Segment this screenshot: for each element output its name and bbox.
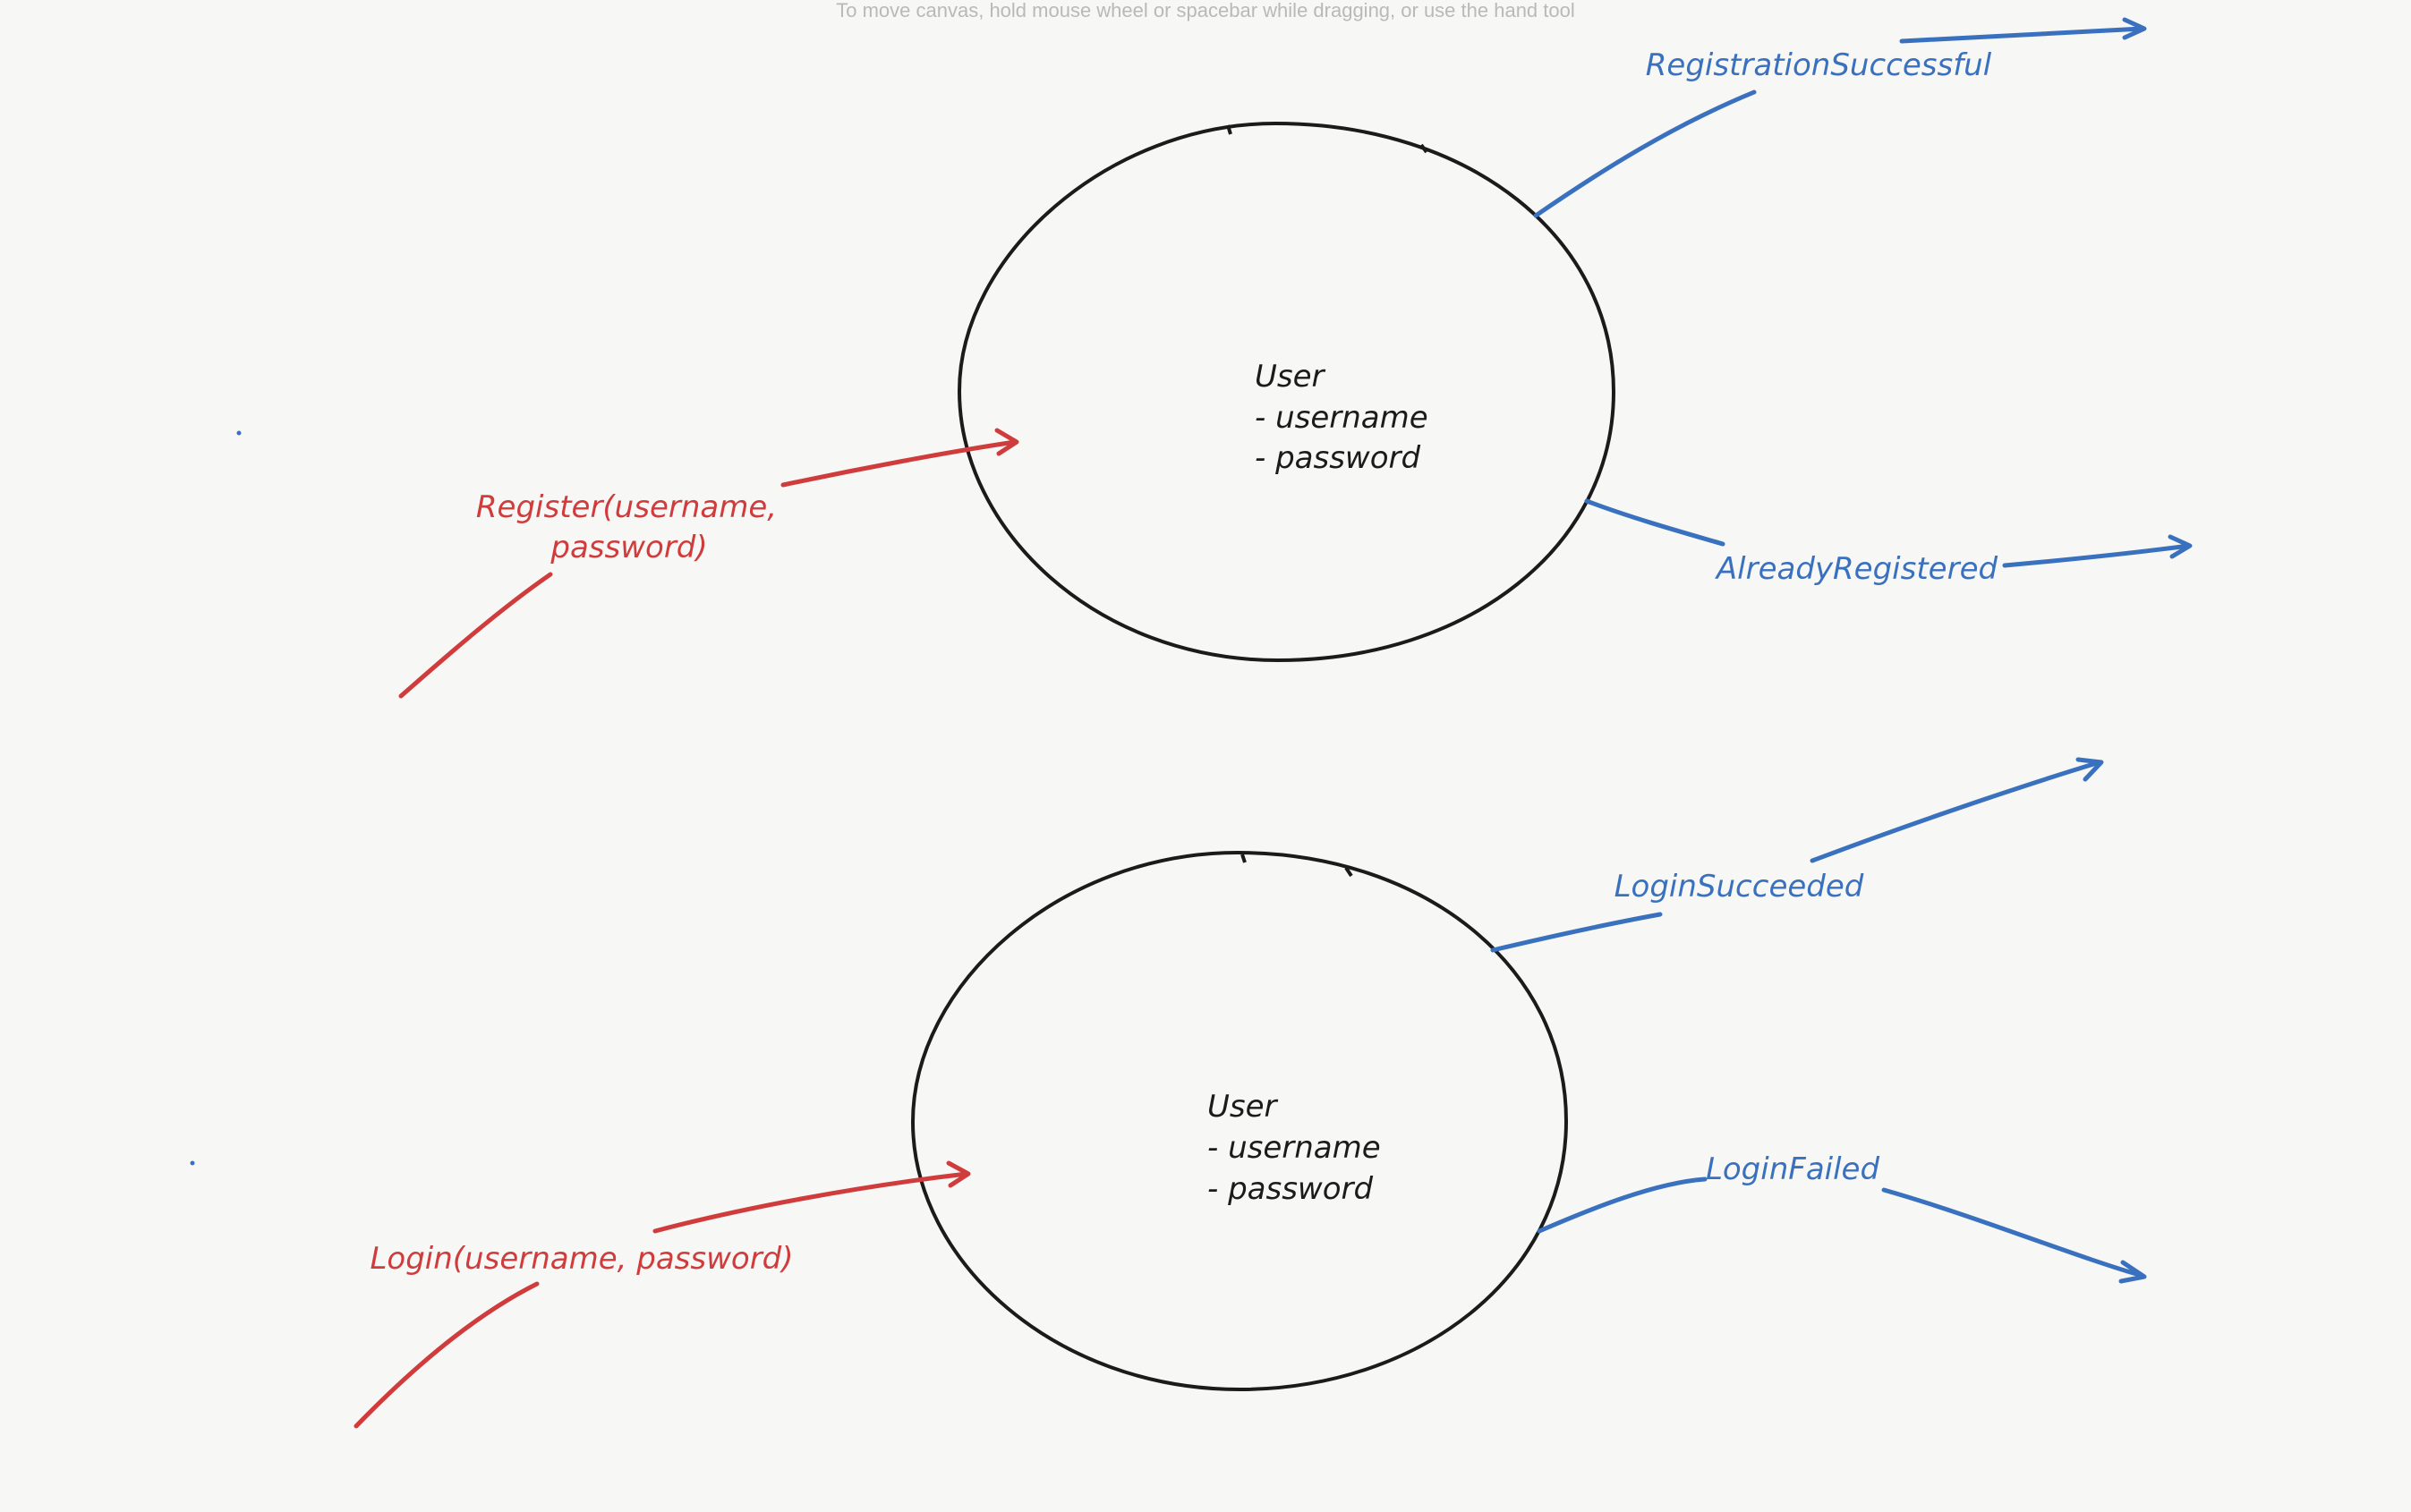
already-registered-event-label[interactable]: AlreadyRegistered: [1715, 551, 1998, 587]
already-registered-arrow-tail[interactable]: [2002, 543, 2192, 568]
login-command-label[interactable]: Login(username, password): [370, 1241, 793, 1277]
user-aggregate-ellipse-2[interactable]: [910, 850, 1569, 1392]
register-command-label-line2[interactable]: password): [550, 530, 707, 565]
login-succeeded-event-label[interactable]: LoginSucceeded: [1614, 869, 1864, 905]
register-command-arrow-head-line[interactable]: [780, 439, 1018, 488]
ellipse-sketch-tick: [1226, 124, 1428, 154]
login-succeeded-arrow[interactable]: [1490, 912, 1663, 953]
login-command-arrow[interactable]: [354, 1281, 540, 1429]
entity-attribute-username: - username: [1207, 1130, 1381, 1166]
arrow-head: [946, 1160, 971, 1188]
stray-dot: [190, 1160, 195, 1166]
login-succeeded-arrow-tail[interactable]: [1810, 760, 2102, 863]
entity-name: User: [1255, 359, 1326, 395]
registration-successful-event-label[interactable]: RegistrationSuccessful: [1646, 47, 1992, 83]
user-aggregate-ellipse-1[interactable]: [957, 121, 1616, 663]
entity-attribute-password: - password: [1255, 440, 1421, 476]
login-command-arrow-head-line[interactable]: [652, 1171, 969, 1234]
register-command-arrow[interactable]: [398, 572, 553, 699]
ellipse-sketch-tick: [1240, 854, 1353, 878]
arrow-head: [994, 428, 1019, 456]
arrow-head: [2075, 757, 2104, 782]
registration-successful-arrow-tail[interactable]: [1899, 26, 2145, 44]
entity-name: User: [1207, 1089, 1279, 1125]
arrow-head: [2122, 17, 2147, 40]
register-diagram: User - username - password Register(user…: [236, 17, 2193, 699]
entity-attribute-username: - username: [1255, 400, 1428, 436]
register-command-label-line1[interactable]: Register(username,: [476, 489, 777, 525]
login-diagram: User - username - password Login(usernam…: [190, 757, 2147, 1429]
stray-dot: [236, 430, 242, 436]
already-registered-arrow[interactable]: [1584, 498, 1725, 547]
login-failed-arrow[interactable]: [1537, 1176, 1708, 1234]
registration-successful-arrow[interactable]: [1533, 89, 1757, 218]
arrow-head: [2118, 1260, 2147, 1284]
canvas-hint: To move canvas, hold mouse wheel or spac…: [836, 0, 1575, 21]
login-failed-arrow-tail[interactable]: [1881, 1187, 2145, 1278]
arrow-head: [2168, 534, 2193, 559]
login-failed-event-label[interactable]: LoginFailed: [1706, 1151, 1880, 1187]
entity-attribute-password: - password: [1207, 1171, 1374, 1207]
